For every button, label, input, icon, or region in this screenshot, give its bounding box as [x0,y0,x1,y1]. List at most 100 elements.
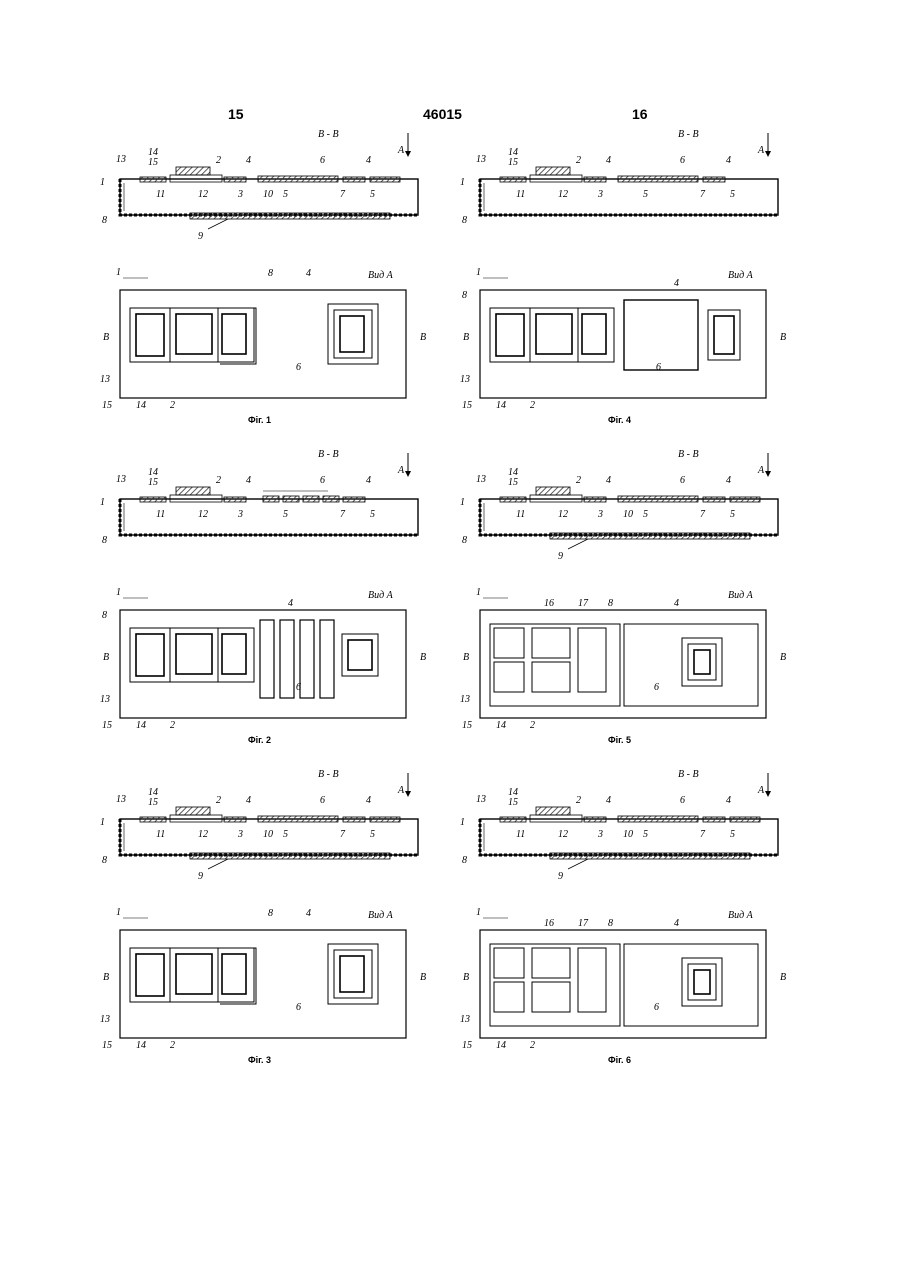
svg-text:3: 3 [597,829,603,840]
svg-text:13: 13 [460,694,470,705]
svg-text:15: 15 [462,720,472,731]
svg-text:14: 14 [496,1040,506,1051]
svg-text:14: 14 [496,720,506,731]
patent-number: 46015 [423,106,462,122]
svg-text:8: 8 [462,290,467,301]
svg-text:5: 5 [643,829,648,840]
svg-text:2: 2 [170,400,175,411]
svg-text:12: 12 [558,189,568,200]
svg-text:3: 3 [597,189,603,200]
svg-text:13: 13 [100,694,110,705]
figure-caption: Фіг. 2 [248,735,271,745]
svg-text:2: 2 [530,400,535,411]
svg-text:9: 9 [198,231,203,242]
svg-text:11: 11 [516,829,525,840]
figure-2: B - BA14151318246411123575 1Вид АBB48613… [98,445,438,755]
svg-text:1: 1 [116,267,121,278]
svg-text:4: 4 [674,918,679,929]
svg-text:5: 5 [283,829,288,840]
figure-3: B - BA91415131824641112357510 1Вид АBB84… [98,765,438,1075]
svg-text:Вид А: Вид А [728,910,754,921]
svg-text:4: 4 [726,475,731,486]
svg-text:B: B [780,972,786,983]
svg-text:15: 15 [508,477,518,488]
svg-text:13: 13 [116,794,126,805]
svg-text:8: 8 [462,855,467,866]
svg-text:12: 12 [198,829,208,840]
svg-text:5: 5 [370,189,375,200]
figure-6: B - BA91415131824641112357510 1Вид АBB16… [458,765,798,1075]
svg-text:6: 6 [680,155,685,166]
section-view: B - BA91415131824641112357510 [460,449,778,562]
svg-text:1: 1 [460,497,465,508]
figure-5: B - BA91415131824641112357510 1Вид АBB16… [458,445,798,755]
svg-text:B - B: B - B [318,769,339,780]
svg-text:2: 2 [216,795,221,806]
svg-text:15: 15 [508,157,518,168]
svg-text:8: 8 [102,855,107,866]
svg-text:11: 11 [516,189,525,200]
section-view: B - BA91415131824641112357510 [100,769,418,882]
svg-text:12: 12 [558,829,568,840]
svg-text:6: 6 [296,1002,301,1013]
svg-text:4: 4 [674,278,679,289]
svg-text:12: 12 [198,189,208,200]
svg-text:3: 3 [597,509,603,520]
svg-text:4: 4 [726,155,731,166]
svg-text:A: A [397,465,405,476]
svg-text:B: B [780,332,786,343]
svg-text:4: 4 [246,475,251,486]
svg-text:8: 8 [608,918,613,929]
svg-text:5: 5 [283,509,288,520]
svg-text:B: B [420,652,426,663]
svg-text:11: 11 [156,509,165,520]
svg-text:A: A [757,465,765,476]
section-view: B - BA91415131824641112357510 [460,769,778,882]
plan-view: 1Вид АBB8461315142 [100,907,426,1051]
svg-text:10: 10 [263,189,273,200]
svg-text:9: 9 [558,551,563,562]
svg-text:15: 15 [148,157,158,168]
svg-text:A: A [397,785,405,796]
svg-text:4: 4 [288,598,293,609]
svg-text:12: 12 [558,509,568,520]
svg-text:15: 15 [102,1040,112,1051]
svg-text:2: 2 [576,795,581,806]
figure-caption: Фіг. 6 [608,1055,631,1065]
svg-text:1: 1 [476,267,481,278]
svg-text:7: 7 [700,509,706,520]
right-page-number: 16 [632,106,648,122]
svg-text:A: A [757,145,765,156]
left-page-number: 15 [228,106,244,122]
svg-text:16: 16 [544,918,554,929]
svg-text:15: 15 [102,720,112,731]
svg-text:16: 16 [544,598,554,609]
svg-text:1: 1 [476,587,481,598]
svg-text:1: 1 [116,907,121,918]
svg-text:4: 4 [366,155,371,166]
svg-text:6: 6 [320,795,325,806]
svg-text:4: 4 [306,908,311,919]
svg-text:4: 4 [306,268,311,279]
svg-text:6: 6 [320,475,325,486]
svg-text:14: 14 [136,1040,146,1051]
svg-text:B: B [103,332,109,343]
svg-text:14: 14 [136,400,146,411]
svg-text:2: 2 [170,1040,175,1051]
section-view: B - BA91415131824641112357510 [100,129,418,242]
svg-text:8: 8 [268,268,273,279]
svg-text:1: 1 [476,907,481,918]
svg-text:5: 5 [730,829,735,840]
svg-text:17: 17 [578,598,589,609]
svg-text:4: 4 [726,795,731,806]
svg-text:14: 14 [496,400,506,411]
svg-text:B - B: B - B [318,129,339,140]
svg-text:6: 6 [680,475,685,486]
svg-text:3: 3 [237,829,243,840]
svg-text:4: 4 [246,155,251,166]
svg-text:3: 3 [237,509,243,520]
svg-text:8: 8 [268,908,273,919]
svg-text:B - B: B - B [678,449,699,460]
svg-text:A: A [397,145,405,156]
svg-text:B: B [420,972,426,983]
